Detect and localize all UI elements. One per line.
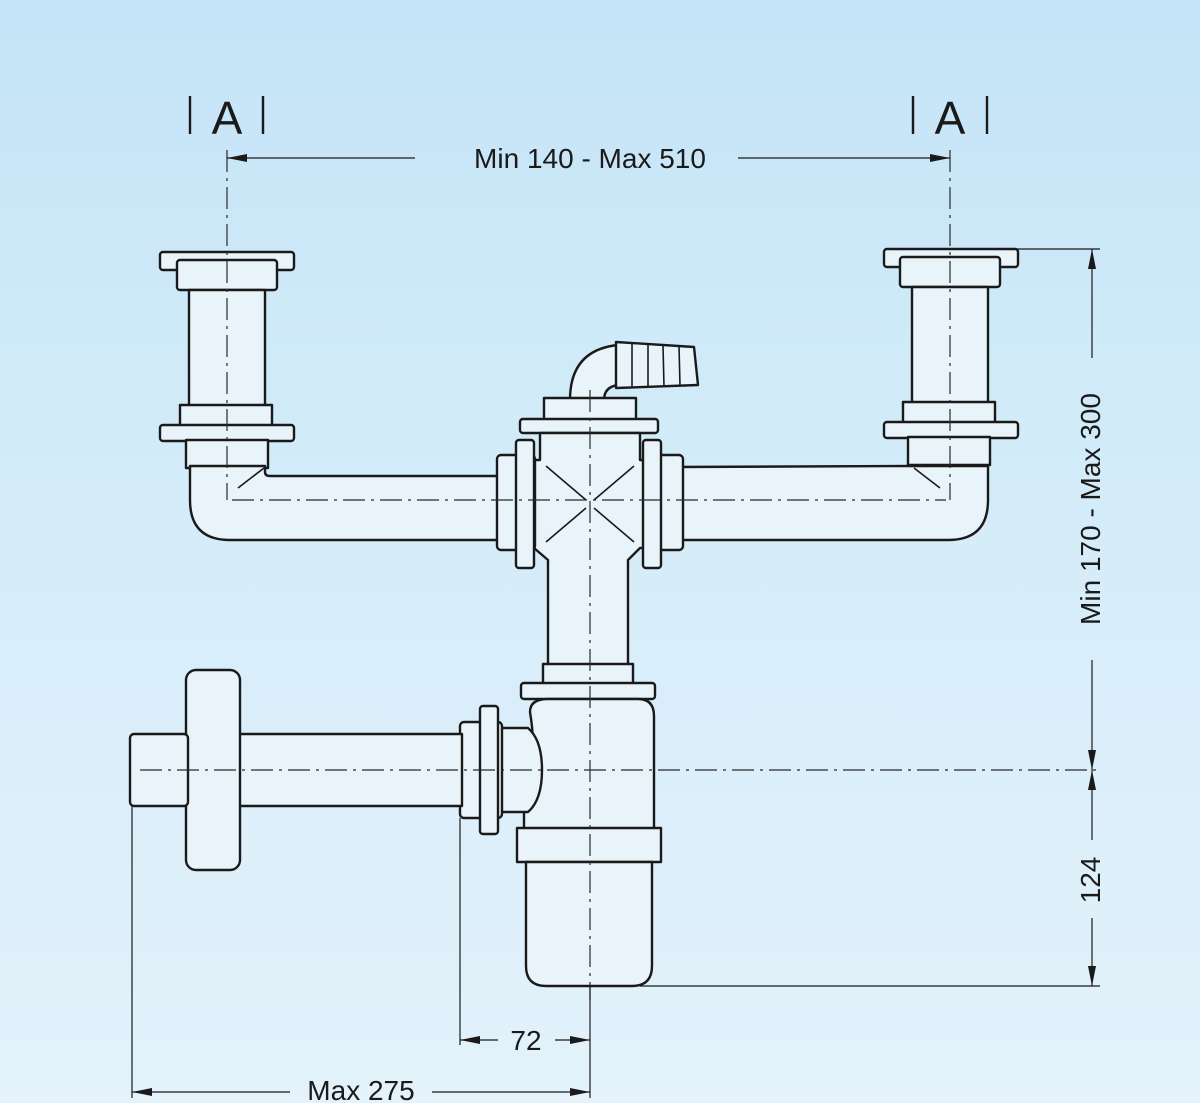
dimension-max-reach: Max 275 [131,806,590,1103]
hose-barb [614,340,700,390]
central-cross-fitting [495,340,700,670]
dimension-total-height: Min 170 - Max 300 [1010,248,1106,770]
outlet-offset-label: 72 [510,1025,541,1056]
dimension-outlet-offset: 72 [459,818,591,1098]
dimension-outlet-height: 124 [640,770,1106,987]
top-cap-washer [518,417,660,435]
bottle-trap [515,662,663,988]
left-horizontal-pipe [188,464,507,542]
outlet-pipe [128,668,544,872]
outlet-horizontal-pipe [234,732,464,808]
section-mark-right: A [911,92,989,144]
cross-body [516,431,662,670]
outlet-height-label: 124 [1075,857,1106,904]
trap-top-washer [519,681,657,701]
section-mark-left-label: A [212,92,243,144]
section-mark-left: A [188,92,265,144]
hose-elbow [568,343,620,402]
trap-cup [524,860,654,988]
right-horizontal-pipe [673,464,990,542]
max-reach-label: Max 275 [307,1075,414,1103]
right-inlet [882,247,1020,467]
left-inlet-nut [178,403,274,429]
right-inlet-sleeve [906,435,992,467]
center-lines [140,150,1100,1000]
right-inlet-nut [901,400,997,426]
section-mark-right-label: A [935,92,966,144]
cross-left-union-ring [514,438,536,570]
cross-right-union-ring [641,438,663,570]
right-inlet-washer [882,420,1020,440]
inlet-spacing-label: Min 140 - Max 510 [474,143,706,174]
dimension-inlet-spacing: Min 140 - Max 510 [227,143,950,174]
left-inlet [158,250,296,470]
trap-band [515,826,663,864]
trap-body [522,697,656,832]
total-height-label: Min 170 - Max 300 [1075,393,1106,625]
